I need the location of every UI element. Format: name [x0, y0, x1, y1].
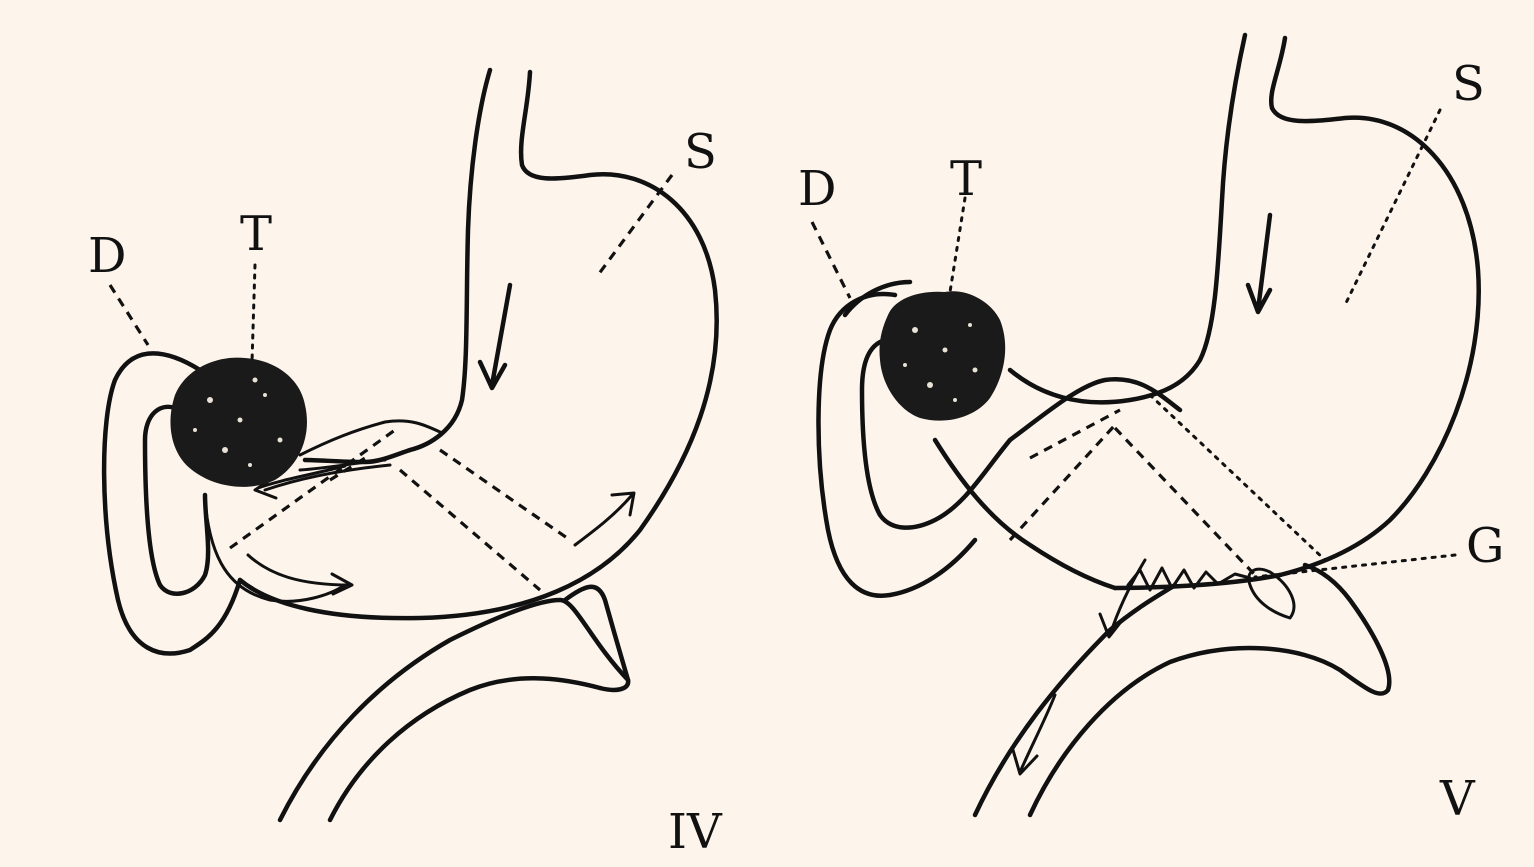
- fig-v-arrow-jejunum-upper: [1100, 560, 1145, 637]
- fig-v-esophagus-left-wall: [1010, 35, 1245, 402]
- fig-iv-anastomosis-upper: [300, 421, 440, 455]
- fig-iv-tumor-mass: [170, 358, 306, 487]
- figure-iv: D T S IV: [88, 70, 723, 860]
- fig-v-leader-g: [1255, 555, 1455, 577]
- fig-v-dotted-right: [1150, 395, 1325, 560]
- fig-v-label-g: G: [1466, 518, 1504, 574]
- fig-v-label-t: T: [950, 151, 982, 207]
- fig-iv-dashed-mid: [400, 470, 540, 590]
- fig-v-dashed-right: [1115, 428, 1255, 575]
- fig-iv-arrow-down: [480, 285, 510, 388]
- fig-iv-label-d: D: [88, 228, 126, 284]
- figure-v: D T S G V: [798, 35, 1504, 827]
- fig-v-jejunum-inner: [1030, 565, 1389, 815]
- fig-v-label-d: D: [798, 161, 836, 217]
- fig-v-leader-t: [950, 198, 965, 292]
- fig-v-efferent-lower: [935, 440, 1115, 588]
- fig-iv-dashed-right: [440, 450, 570, 540]
- fig-v-leader-d: [812, 222, 850, 298]
- fig-iv-label-t: T: [240, 206, 272, 262]
- fig-iv-leader-s: [598, 175, 672, 275]
- fig-v-esophagus-right-wall: [1271, 38, 1479, 575]
- fig-v-numeral: V: [1439, 771, 1476, 827]
- fig-iv-leader-t: [252, 265, 255, 362]
- fig-v-label-s: S: [1452, 56, 1485, 112]
- fig-iv-label-s: S: [684, 124, 717, 180]
- fig-v-jejunum-outer: [975, 585, 1175, 815]
- fig-v-leader-s: [1345, 110, 1440, 305]
- fig-iv-esophagus-left-wall: [410, 70, 490, 450]
- fig-iv-arrow-up-right: [575, 493, 634, 545]
- fig-iv-arrow-right: [248, 555, 352, 594]
- fig-v-arrow-down: [1248, 215, 1270, 312]
- fig-iv-numeral: IV: [668, 804, 723, 860]
- fig-iv-lesser-curvature: [305, 450, 410, 462]
- fig-iv-jejunum-outer: [280, 600, 628, 820]
- fig-v-tumor-mass: [879, 291, 1005, 420]
- fig-iv-leader-d: [110, 285, 148, 345]
